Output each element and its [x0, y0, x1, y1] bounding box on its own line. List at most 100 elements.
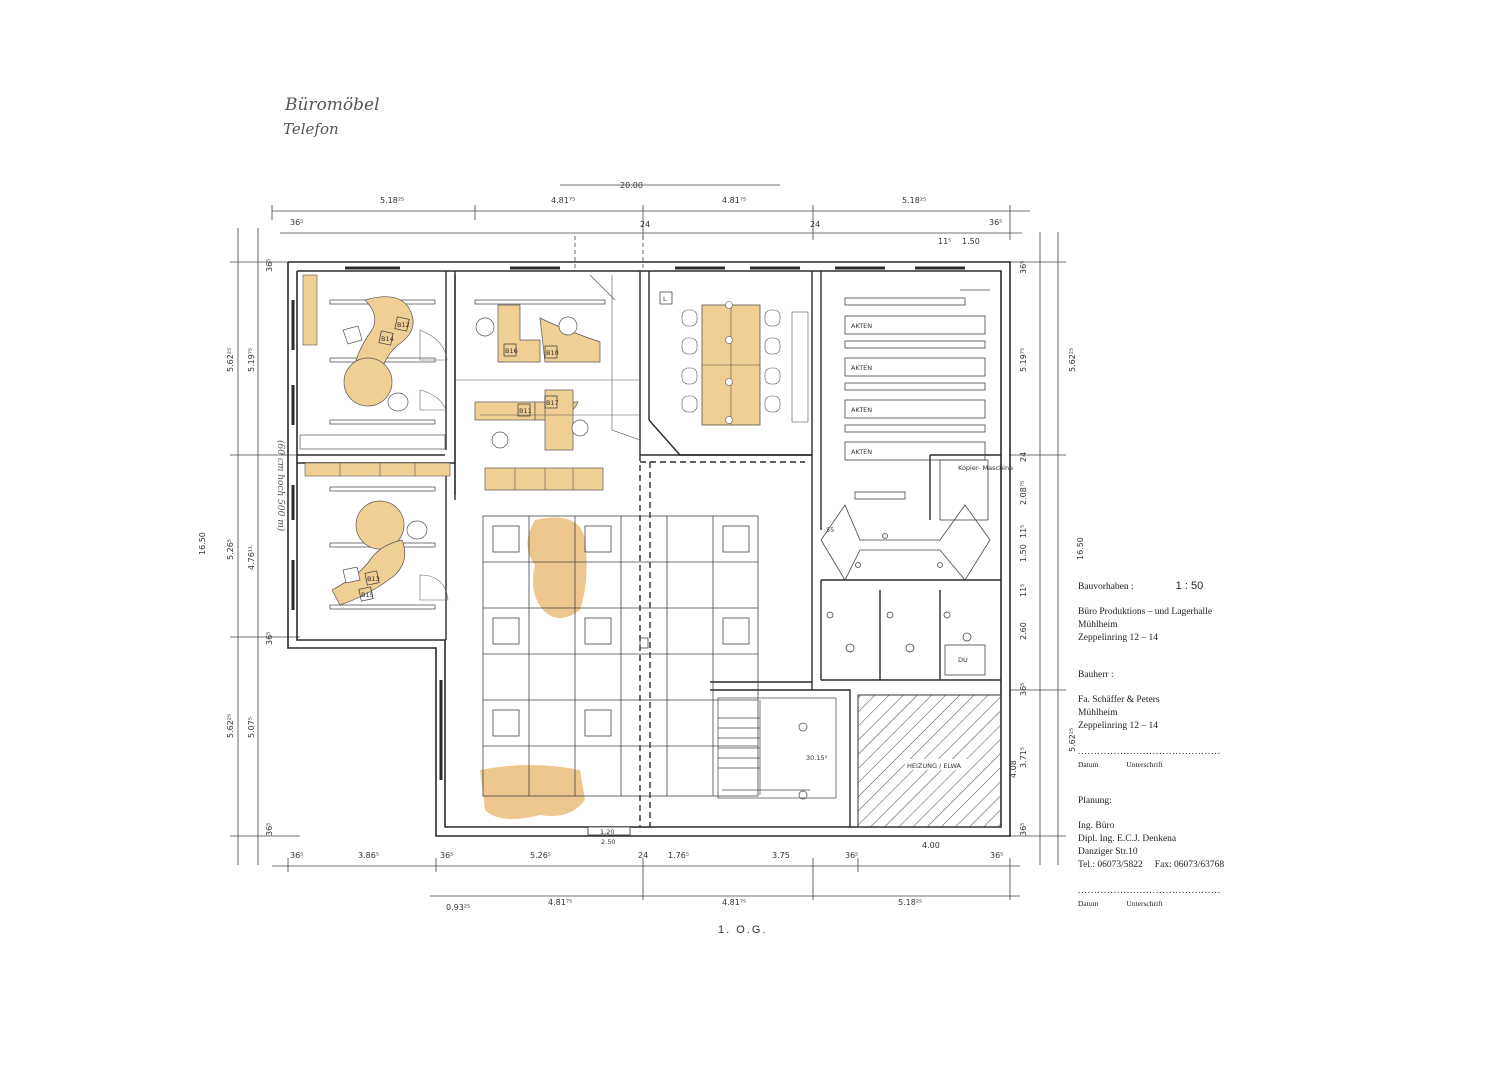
copier-label: Kopier- Maschine: [958, 464, 1013, 472]
dim-left-3: 5.62²⁵: [226, 348, 235, 372]
planung-line-3: Danziger Str.10: [1078, 847, 1138, 857]
tel-line: Tel.: 06073/5822: [1078, 860, 1143, 870]
bauvorhaben-label: Bauvorhaben :: [1078, 582, 1134, 592]
right-dimensions: [1010, 232, 1066, 865]
signature-line-1: ........................................…: [1078, 746, 1221, 756]
tel-tag-b10: B10: [546, 349, 559, 357]
floor-label: 1. O.G.: [718, 924, 767, 936]
title-block: Bauvorhaben : 1 : 50 Büro Produktions – …: [1078, 580, 1278, 910]
dim-right-15: 16.50: [1076, 537, 1085, 560]
scale-label: 1 : 50: [1175, 580, 1204, 592]
dim-left-7: 36⁵: [265, 632, 274, 645]
dim-right-10: 36⁵: [1019, 683, 1028, 696]
dim-right-14: 36⁵: [1019, 823, 1028, 836]
bauherr-label: Bauherr :: [1078, 670, 1114, 680]
heating-label: HEIZUNG / ELWA: [907, 762, 962, 770]
dim-bottom-3: 36⁵: [440, 851, 453, 860]
dim-bottom-8: 36⁵: [845, 851, 858, 860]
dim-bottom-6: 1.76⁵: [668, 851, 689, 860]
signature-line-2: ........................................…: [1078, 885, 1221, 895]
akten-label-4: AKTEN: [851, 448, 872, 456]
dim-top-small-4: 36⁵: [989, 218, 1002, 227]
dim-right-11: 4.08: [1009, 760, 1018, 778]
datum-label-1: Datum: [1078, 760, 1099, 769]
akten-label-3: AKTEN: [851, 406, 872, 414]
handwritten-note-1: Büromöbel: [284, 95, 380, 115]
dim-right-5: 2.08⁷⁵: [1019, 481, 1028, 505]
bauherr-line-3: Zeppelinring 12 – 14: [1078, 721, 1158, 731]
unterschrift-label-2: Unterschrift: [1126, 899, 1163, 908]
dim-bottom-2: 3.86⁵: [358, 851, 379, 860]
planung-label: Planung:: [1078, 796, 1112, 806]
tel-tag-b17: B17: [546, 399, 559, 407]
corridor-furniture-left: (60 cm hoch 500 m): [275, 434, 451, 532]
dim-bottom2-4: 5.18²⁵: [898, 898, 922, 907]
left-dimensions: [230, 228, 300, 865]
office-bottom-left: B13 B15: [329, 486, 449, 610]
project-line-1: Büro Produktions – und Lagerhalle: [1078, 607, 1213, 617]
dim-bottom-10: 36⁵: [990, 851, 1003, 860]
dim-bottom-9: 4.00: [922, 841, 940, 850]
dim-door: 1.20: [600, 828, 614, 836]
dim-right-2: 5.19⁷⁵: [1019, 348, 1028, 372]
dim-top-small-3: 24: [810, 220, 820, 229]
dim-left-1: 36⁵: [265, 259, 274, 272]
bauherr-line-2: Mühlheim: [1078, 708, 1118, 718]
open-plan-grid: [480, 515, 759, 819]
dim-top-2: 4.81⁷⁵: [551, 196, 575, 205]
dim-lobby: 55: [826, 526, 834, 534]
dim-top-small-6: 1.50: [962, 237, 980, 246]
dim-top-small-2: 24: [640, 220, 650, 229]
dim-left-6: 16.50: [198, 532, 207, 555]
heating-label-bg: [905, 759, 967, 770]
dim-left-4: 4.76¹¹: [247, 546, 256, 570]
dim-right-8: 11⁵: [1019, 584, 1028, 597]
du-label: DU: [958, 656, 968, 664]
lobby: [820, 504, 991, 581]
handwritten-note-2: Telefon: [283, 120, 339, 138]
tel-tag-b14: B14: [381, 335, 394, 343]
top-dimensions: [271, 184, 1030, 270]
dim-overall-top: 20.00: [620, 181, 643, 190]
dim-top-small-5: 11⁵: [938, 237, 951, 246]
dim-top-1: 5.18²⁵: [380, 196, 404, 205]
project-line-3: Zeppelinring 12 – 14: [1078, 633, 1158, 643]
dim-bottom-7: 3.75: [772, 851, 790, 860]
akten-label-1: AKTEN: [851, 322, 872, 330]
unterschrift-label-1: Unterschrift: [1126, 760, 1163, 769]
dim-right-9: 2.60: [1019, 622, 1028, 640]
dim-right-3: 5.62²⁵: [1068, 348, 1077, 372]
fax-line: Fax: 06073/63768: [1154, 860, 1225, 870]
datum-label-2: Datum: [1078, 899, 1099, 908]
planung-line-2: Dipl. Ing. E.C.J. Denkena: [1078, 834, 1177, 844]
staircase: [717, 697, 837, 800]
office-top-middle: B16 B10 B11 B17: [455, 274, 641, 491]
archive-room: [844, 289, 990, 500]
dim-right-7: 1.50: [1019, 544, 1028, 562]
sanitary-rooms: [826, 611, 986, 676]
dim-bottom-1: 36⁵: [290, 851, 303, 860]
dim-bottom2-1: 0.93²⁵: [446, 903, 470, 912]
bauherr-line-1: Fa. Schäffer & Peters: [1078, 695, 1160, 705]
tel-tag-b15: B15: [361, 591, 374, 599]
dim-bottom-4: 5.26⁵: [530, 851, 551, 860]
project-line-2: Mühlheim: [1078, 620, 1118, 630]
dim-right-4: 24: [1019, 452, 1028, 462]
copier-area: [939, 459, 989, 521]
dim-left-2: 5.19⁷⁵: [247, 348, 256, 372]
meeting-tag: L: [663, 295, 667, 303]
dim-left-5: 5.26⁵: [226, 539, 235, 560]
dim-top-small-1: 36⁵: [290, 218, 303, 227]
dim-top-4: 5.18²⁵: [902, 196, 926, 205]
dim-stair: 30.15⁵: [806, 754, 828, 762]
dim-bottom-5: 24: [638, 851, 648, 860]
tel-tag-b12: B12: [397, 321, 410, 329]
dim-left-9: 5.62²⁵: [226, 714, 235, 738]
dim-left-10: 36⁵: [265, 823, 274, 836]
note-vertical: (60 cm hoch 500 m): [275, 440, 286, 532]
dim-right-12: 5.62²⁵: [1068, 728, 1077, 752]
dim-right-1: 36⁵: [1019, 261, 1028, 274]
tel-tag-b11: B11: [519, 407, 532, 415]
dim-top-3: 4.81⁷⁵: [722, 196, 746, 205]
